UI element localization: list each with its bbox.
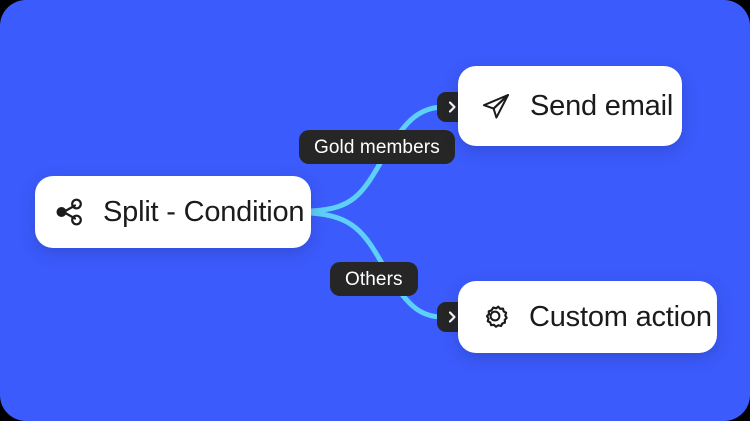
node-send-email[interactable]: Send email	[458, 66, 682, 146]
paper-plane-icon	[479, 89, 513, 123]
edge-label-text: Gold members	[314, 136, 440, 158]
node-label: Custom action	[529, 300, 712, 333]
node-split-condition[interactable]: Split - Condition	[35, 176, 311, 248]
node-custom-action[interactable]: Custom action	[458, 281, 717, 353]
share-split-icon	[52, 195, 86, 229]
chevron-right-icon	[448, 311, 456, 323]
edge-label-others[interactable]: Others	[330, 262, 418, 296]
edge-label-gold-members[interactable]: Gold members	[299, 130, 455, 164]
gear-icon	[479, 301, 511, 333]
node-label: Split - Condition	[103, 195, 305, 228]
node-label: Send email	[530, 89, 674, 122]
chevron-right-icon	[448, 101, 456, 113]
edge-label-text: Others	[345, 268, 403, 290]
